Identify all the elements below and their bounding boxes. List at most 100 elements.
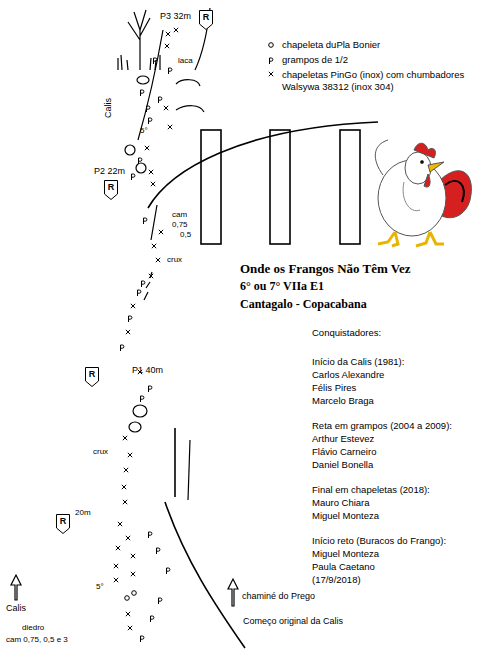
p-stroke xyxy=(142,281,145,287)
crux-label: crux xyxy=(167,256,182,264)
x-stroke xyxy=(123,500,127,504)
route-name: Calis xyxy=(104,98,113,118)
rappel-anchor: R xyxy=(85,367,99,387)
bolt-p xyxy=(149,532,152,538)
bolt-x xyxy=(131,304,135,308)
rooster-illustration xyxy=(375,140,471,246)
gear-label: 0,5 xyxy=(180,231,191,239)
x-stroke xyxy=(131,304,135,308)
o-stroke xyxy=(125,596,130,601)
bolt-x xyxy=(152,244,156,248)
gear-label: cam 0,75, 0,5 e 3 xyxy=(6,636,68,644)
o-stroke xyxy=(269,43,274,48)
credit-name: Arthur Estevez xyxy=(312,434,374,444)
anchor-letter: R xyxy=(85,367,99,379)
credits-heading: Reta em grampos (2004 a 2009): xyxy=(312,421,452,431)
p-stroke xyxy=(169,68,172,74)
bolt-x xyxy=(116,546,120,550)
x-stroke xyxy=(126,612,130,616)
x-stroke xyxy=(152,244,156,248)
p-stroke xyxy=(121,345,124,351)
bolt-p xyxy=(159,97,162,103)
x-stroke xyxy=(123,436,127,440)
legend-text: chapeleta duPla Bonier xyxy=(282,40,380,50)
bolt-x xyxy=(122,485,126,489)
credit-name: Daniel Bonella xyxy=(312,460,373,470)
credits-heading: Início da Calis (1981): xyxy=(312,357,404,367)
rappel-anchor: R xyxy=(199,10,213,30)
x-stroke xyxy=(174,28,178,32)
gear-label: 0,75 xyxy=(172,221,188,229)
p-stroke xyxy=(149,532,152,538)
anchor-letter: R xyxy=(56,514,70,526)
credit-name: Carlos Alexandre xyxy=(312,370,384,380)
legend-swatch xyxy=(269,72,273,76)
bolt-x xyxy=(164,106,168,110)
bolt-x xyxy=(118,522,122,526)
bolt-p xyxy=(157,548,160,554)
crux-label: crux xyxy=(93,448,108,456)
x-stroke xyxy=(269,72,273,76)
gear-label: cam xyxy=(172,211,187,219)
x-stroke xyxy=(149,274,153,278)
bolt-o xyxy=(125,596,130,601)
bolt-x xyxy=(123,436,127,440)
x-stroke xyxy=(131,554,135,558)
bolt-p xyxy=(142,281,145,287)
bolt-x xyxy=(114,578,118,582)
bolt-p xyxy=(141,90,144,96)
x-stroke xyxy=(151,182,155,186)
x-stroke xyxy=(126,536,130,540)
bolt-p xyxy=(154,58,157,64)
anchor-shape xyxy=(86,368,99,387)
x-stroke xyxy=(114,564,118,568)
bolt-o xyxy=(269,43,274,48)
rappel-anchor: R xyxy=(104,180,118,200)
credit-name: (17/9/2018) xyxy=(312,575,361,585)
bolt-p xyxy=(149,118,152,124)
bolt-x xyxy=(131,554,135,558)
credit-name: Paula Caetano xyxy=(312,562,375,572)
bolt-x xyxy=(156,258,160,262)
p-stroke xyxy=(141,90,144,96)
x-stroke xyxy=(128,453,132,457)
anchor-shape xyxy=(200,11,213,30)
location-label: Cantagalo - Copacabana xyxy=(240,298,367,310)
grade-label: 6° ou 7° VIIa E1 xyxy=(240,280,324,292)
p-stroke xyxy=(159,598,162,604)
bolt-x xyxy=(124,468,128,472)
x-stroke xyxy=(164,106,168,110)
bolt-p xyxy=(169,68,172,74)
bolt-x xyxy=(149,170,153,174)
x-stroke xyxy=(166,32,170,36)
bolt-p xyxy=(159,598,162,604)
bolt-x xyxy=(123,500,127,504)
bolt-p xyxy=(144,218,147,224)
route-name: Calis xyxy=(6,604,26,613)
p-stroke xyxy=(147,106,150,112)
legend-samples xyxy=(269,43,274,76)
anchor-letter: R xyxy=(199,10,213,22)
bolt-p xyxy=(147,106,150,112)
legend-text: grampos de 1/2 xyxy=(282,55,348,65)
bolt-x xyxy=(145,146,149,150)
bolt-p xyxy=(151,616,154,622)
bolt-x xyxy=(149,274,153,278)
anchor-shape xyxy=(105,181,118,200)
x-stroke xyxy=(168,125,172,129)
bolt-x xyxy=(131,572,135,576)
p-stroke xyxy=(129,316,132,322)
x-stroke xyxy=(126,330,130,334)
rappel-anchor: R xyxy=(56,514,70,534)
x-stroke xyxy=(122,485,126,489)
bolt-o xyxy=(132,591,137,596)
credit-name: Miguel Monteza xyxy=(312,511,379,521)
p-stroke xyxy=(144,218,147,224)
legend-text: chapeletas PinGo (inox) com chumbadores … xyxy=(282,69,477,93)
x-stroke xyxy=(145,146,149,150)
pitch-label: 20m xyxy=(75,509,91,517)
p-stroke xyxy=(154,58,157,64)
angle-label: 5° xyxy=(140,127,148,135)
bolt-x xyxy=(126,536,130,540)
